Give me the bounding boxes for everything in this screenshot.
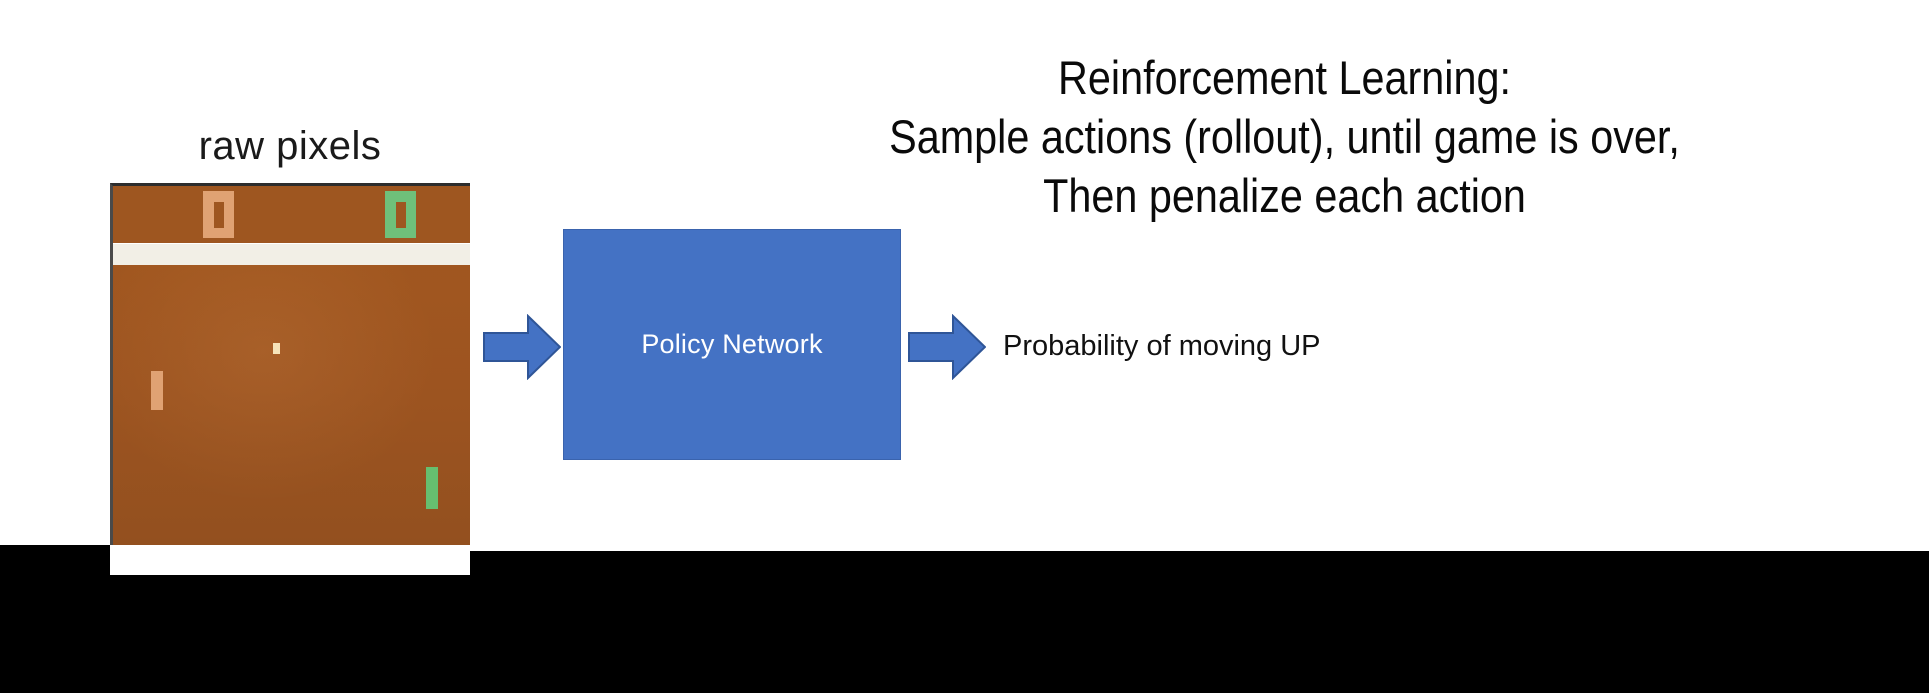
input-right-arrow-icon	[483, 314, 561, 380]
pong-score-left-digit	[213, 201, 224, 228]
policy-network-box[interactable]: Policy Network	[563, 229, 901, 460]
pong-divider-line	[113, 243, 470, 265]
pong-score-right-digit	[395, 201, 406, 228]
pong-ball	[273, 343, 280, 354]
slide-title: Reinforcement Learning: Sample actions (…	[640, 48, 1929, 225]
output-right-arrow-icon	[908, 314, 986, 380]
pong-game-frame	[110, 183, 470, 545]
bottom-black-bar-left	[0, 545, 110, 693]
pong-paddle-right	[426, 467, 438, 509]
title-line-2: Sample actions (rollout), until game is …	[889, 110, 1680, 163]
bottom-black-bar-center	[110, 575, 470, 693]
pong-score-right	[385, 191, 416, 238]
output-probability-label: Probability of moving UP	[1003, 330, 1321, 362]
pong-score-band	[113, 186, 470, 243]
bottom-black-bar-right	[470, 551, 1929, 693]
title-line-3: Then penalize each action	[1043, 169, 1526, 222]
pong-score-left	[203, 191, 234, 238]
pong-paddle-left	[151, 371, 163, 410]
raw-pixels-caption: raw pixels	[198, 124, 382, 168]
title-line-1: Reinforcement Learning:	[1058, 51, 1511, 104]
policy-network-label: Policy Network	[641, 329, 823, 359]
